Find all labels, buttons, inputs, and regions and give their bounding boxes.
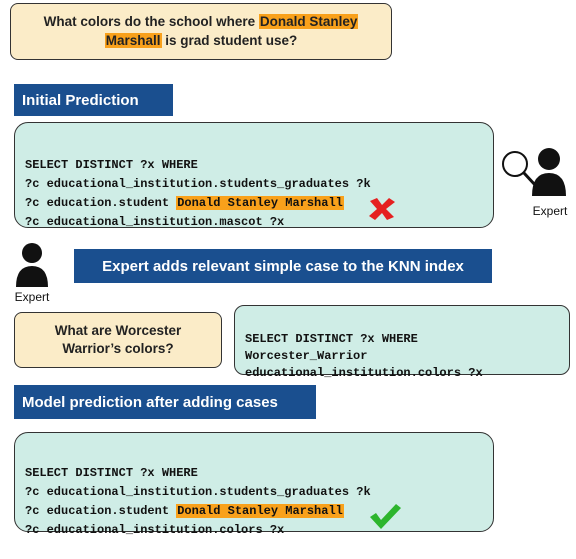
case-code: SELECT DISTINCT ?x WHERE Worcester_Warrio…	[234, 305, 570, 380]
expert-action-header: Expert adds relevant simple case to the …	[74, 249, 492, 283]
person-icon	[532, 148, 566, 196]
code-highlight: Donald Stanley Marshall	[176, 504, 344, 518]
code-line: Worcester_Warrior	[245, 349, 368, 363]
code-line: ?c education.student Donald Stanley Mars…	[25, 196, 344, 210]
code-line: ?c educational_institution.students_grad…	[25, 485, 371, 499]
expert-label: Expert	[532, 204, 568, 218]
code-line: ?c education.student Donald Stanley Mars…	[25, 504, 344, 518]
question-highlight-name: Donald Stanley	[258, 14, 359, 30]
initial-prediction-code: SELECT DISTINCT ?x WHERE ?c educational_i…	[14, 122, 494, 229]
code-line: SELECT DISTINCT ?x WHERE	[25, 158, 198, 172]
question-text: What colors do the school where Donald S…	[43, 14, 359, 48]
code-line: ?c educational_institution.students_grad…	[25, 177, 371, 191]
code-line: educational_institution.colors ?x	[245, 366, 483, 380]
person-icon	[16, 243, 48, 287]
correct-check-icon	[370, 504, 401, 529]
code-line: ?c educational_institution.mascot ?x	[25, 215, 285, 229]
wrong-x-icon	[369, 198, 395, 220]
code-line: SELECT DISTINCT ?x WHERE	[245, 332, 418, 346]
expert-label: Expert	[14, 290, 50, 304]
question-highlight-surname: Marshall	[104, 32, 162, 48]
question-box: What colors do the school where Donald S…	[10, 3, 392, 60]
code-line: ?c educational_institution.colors ?x	[25, 523, 285, 537]
case-question-box: What are Worcester Warrior’s colors?	[14, 312, 222, 368]
code-highlight: Donald Stanley Marshall	[176, 196, 344, 210]
case-question-text: What are Worcester Warrior’s colors?	[54, 322, 182, 356]
model-prediction-code: SELECT DISTINCT ?x WHERE ?c educational_i…	[14, 432, 494, 537]
code-line: SELECT DISTINCT ?x WHERE	[25, 466, 198, 480]
initial-prediction-header: Initial Prediction	[14, 84, 173, 116]
model-prediction-header: Model prediction after adding cases	[14, 385, 316, 419]
